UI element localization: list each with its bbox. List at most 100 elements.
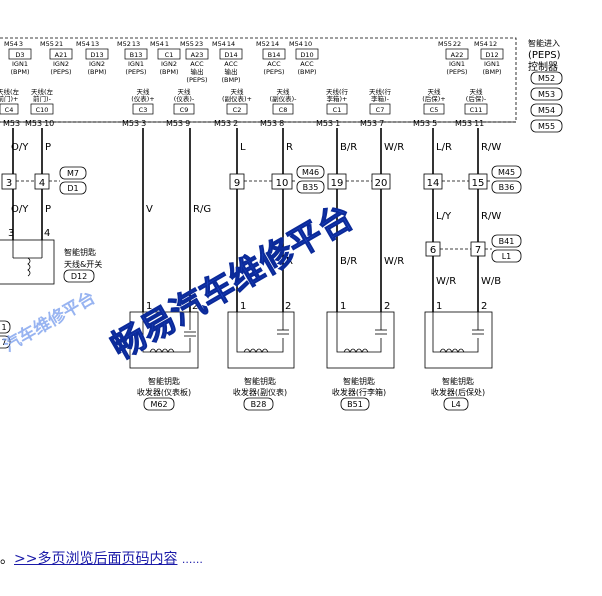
- receiver-b51: 1 2 智能钥匙 收发器(行李箱) B51: [326, 301, 395, 411]
- inline-pin: 3: [6, 178, 12, 189]
- module-title: 智能进入 (PEPS) 控制器: [528, 38, 561, 73]
- antenna-pin-desc: (仪表)+: [131, 94, 155, 103]
- left-antenna-device: 3 4 智能钥匙 天线&开关 D12 1 7: [0, 228, 102, 349]
- pin-desc: ACC: [190, 60, 204, 68]
- connector-tag: L1: [502, 252, 512, 261]
- antenna-pin-desc: 天线(行: [326, 87, 349, 96]
- inline-pin: 4: [39, 178, 45, 189]
- pin-desc: (BPM): [159, 68, 178, 76]
- pin-label: A22: [451, 51, 464, 59]
- pin-desc: (PEPS): [263, 68, 284, 76]
- receiver-pin: 2: [285, 301, 291, 312]
- pin-desc: IGN1: [12, 60, 28, 68]
- module-connector-tag: M52: [538, 74, 555, 83]
- wire-color: W/R: [436, 276, 456, 287]
- antenna-pin-desc: 天线: [137, 87, 151, 96]
- pin-connector-ref: M5412: [474, 40, 497, 48]
- antenna-pin-desc: (后保)-: [466, 94, 487, 103]
- pin-desc: (BMP): [482, 68, 501, 76]
- pin-label: B14: [268, 51, 281, 59]
- antenna-pin-label: C3: [139, 106, 148, 114]
- module-title-line-1: 智能进入: [528, 38, 560, 48]
- pin-desc: (PEPS): [446, 68, 467, 76]
- inline-pin: 14: [427, 178, 440, 189]
- connector-tag: B35: [303, 183, 319, 192]
- inline-pin: 9: [234, 178, 240, 189]
- pin-desc: IGN1: [484, 60, 500, 68]
- module-connector-tags: M52 M53 M54 M55: [530, 71, 563, 133]
- receiver-label: 智能钥匙: [442, 376, 474, 386]
- pin-connector-ref: M543: [4, 40, 23, 48]
- antenna-pin-row: 天线(左 前门)+ C4 天线(左 前门)- C10 天线 (仪表)+ C3 天…: [0, 87, 488, 115]
- receiver-label: 收发器(副仪表): [233, 387, 287, 397]
- antenna-pin-label: C8: [279, 106, 288, 114]
- receiver-label: 收发器(后保处): [431, 387, 485, 397]
- pin-desc: IGN1: [449, 60, 465, 68]
- footer-ellipsis: ......: [181, 553, 203, 566]
- antenna-pin-desc: 天线: [277, 87, 291, 96]
- receiver-code: B28: [251, 400, 267, 409]
- pin-desc: IGN2: [53, 60, 69, 68]
- device-code: D12: [71, 272, 87, 281]
- wire-color: B/R: [340, 256, 357, 267]
- wire-color-labels: O/Y P O/Y P V R/G L R L R B/R W/R B/R W/…: [11, 142, 501, 287]
- more-pages-link[interactable]: >>多页浏览后面页码内容: [14, 551, 178, 567]
- antenna-pin-desc: (后保)+: [422, 94, 446, 103]
- wires: [12, 128, 479, 312]
- pin-label: B13: [130, 51, 143, 59]
- antenna-pin-desc: 天线(左: [0, 87, 20, 96]
- pin-label: C1: [165, 51, 174, 59]
- receiver-label: 智能钥匙: [343, 376, 375, 386]
- pin-desc: (BPM): [10, 68, 29, 76]
- antenna-pin-label: C9: [180, 106, 189, 114]
- receiver-pin: 2: [192, 301, 198, 312]
- wire-color: L/Y: [436, 211, 452, 222]
- wire-color: L/R: [436, 142, 452, 153]
- receiver-pin: 2: [481, 301, 487, 312]
- pin-desc: (BMP): [221, 76, 240, 84]
- module-connector-tag: M53: [538, 90, 555, 99]
- connector-tag: B36: [499, 183, 515, 192]
- wire-color: R/W: [481, 142, 501, 153]
- antenna-pin-desc: 李箱)+: [327, 94, 348, 103]
- inline-pin: 7: [475, 245, 481, 256]
- module-connector-tag: M54: [538, 106, 555, 115]
- device-pin: 3: [8, 228, 14, 239]
- module-title-line-2: (PEPS): [528, 50, 561, 61]
- antenna-pin-desc: 天线(行: [369, 87, 392, 96]
- pin-label: A21: [55, 51, 68, 59]
- receiver-code: M62: [150, 400, 167, 409]
- inline-pin: 20: [375, 178, 388, 189]
- wire-color: O/Y: [11, 204, 29, 215]
- antenna-pin-label: C11: [470, 106, 483, 114]
- pin-connector-ref: M5523: [180, 40, 203, 48]
- antenna-pin-desc: 天线: [231, 87, 245, 96]
- connector-tag: 1: [1, 323, 6, 332]
- footer-prefix: 。: [0, 551, 14, 567]
- footer-more-pages: 。>>多页浏览后面页码内容 ......: [0, 548, 203, 568]
- pin-desc: (PEPS): [186, 76, 207, 84]
- pin-connector-ref: M5410: [289, 40, 312, 48]
- receiver-label: 收发器(行李箱): [332, 387, 386, 397]
- connector-tag: M7: [67, 169, 79, 178]
- antenna-pin-desc: (副仪表)+: [222, 94, 252, 103]
- pin-label: D10: [300, 51, 313, 59]
- wire-color: L: [240, 256, 246, 267]
- antenna-pin-desc: 李箱)-: [371, 94, 390, 103]
- antenna-pin-desc: 前门)+: [0, 94, 18, 103]
- pin-connector-ref: M5214: [256, 40, 279, 48]
- pin-connector-ref: M5213: [117, 40, 140, 48]
- pin-connector-ref: M5414: [212, 40, 235, 48]
- device-label: 智能钥匙: [64, 247, 96, 257]
- wire-color: O/Y: [11, 142, 29, 153]
- pin-desc: 输出: [191, 67, 204, 76]
- wire-color: W/B: [481, 276, 501, 287]
- receiver-pin: 1: [146, 301, 152, 312]
- inline-pin: 6: [430, 245, 436, 256]
- pin-label: A23: [191, 51, 204, 59]
- inline-connectors: 3 4 M7 D1 9 10 M46 B35 19 20 14 15 M45: [1, 165, 522, 263]
- antenna-pin-label: C10: [36, 106, 49, 114]
